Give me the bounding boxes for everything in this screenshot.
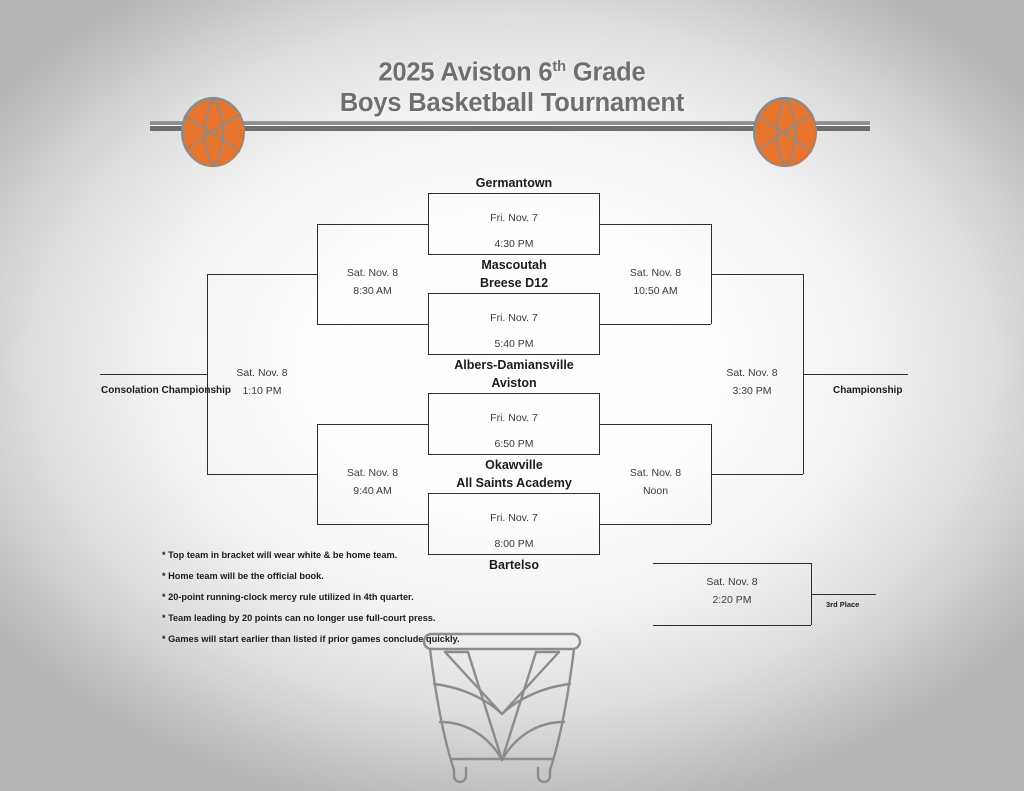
basketball-hoop-icon [412,628,592,786]
loser-lower-slot: Sat. Nov. 8 9:40 AM [317,464,428,500]
rule-item-5: * Games will start earlier than listed i… [162,634,460,644]
loser-lower-feed-bottom [317,524,428,525]
game-box-3[interactable]: Aviston Fri. Nov. 7 6:50 PM Okawville [428,376,600,472]
game-2-date: Fri. Nov. 7 [490,312,538,324]
loser-upper-spine [317,224,318,324]
title-line-2: Boys Basketball Tournament [339,88,685,117]
loser-lower-spine [317,424,318,524]
game-4-bottom-team: Bartelso [488,558,540,572]
third-place-feed-top [653,563,811,564]
third-place-feed-bottom [653,625,811,626]
game-4-date: Fri. Nov. 7 [490,512,538,524]
ordinal-suffix: th [552,59,566,75]
semi-lower-time: Noon [642,485,669,497]
game-3-time: 6:50 PM [494,438,534,450]
rule-item-4: * Team leading by 20 points can no longe… [162,613,436,623]
third-place-slot: Sat. Nov. 8 2:20 PM [653,573,811,609]
semi-upper-feed-top [600,224,711,225]
game-2-top-team: Breese D12 [479,276,549,290]
loser-lower-time: 9:40 AM [353,485,392,497]
consolation-time: 1:10 PM [242,385,282,397]
consolation-out [100,374,207,375]
poster-title: 2025 Aviston 6th Grade Boys Basketball T… [0,52,1024,118]
game-1-date: Fri. Nov. 7 [490,212,538,224]
loser-upper-feed-bottom [317,324,428,325]
loser-lower-date: Sat. Nov. 8 [346,467,399,479]
basketball-icon-left [180,96,246,168]
game-1-time: 4:30 PM [494,238,534,250]
consolation-slot: Sat. Nov. 8 1:10 PM [207,364,317,400]
championship-time: 3:30 PM [732,385,772,397]
rule-item-3: * 20-point running-clock mercy rule util… [162,592,414,602]
third-place-label: 3rd Place [826,600,860,609]
game-3-date: Fri. Nov. 7 [490,412,538,424]
game-box-1[interactable]: Germantown Fri. Nov. 7 4:30 PM Mascoutah [428,176,600,272]
championship-feed-top [711,274,803,275]
third-place-time: 2:20 PM [712,594,752,606]
semi-lower-slot: Sat. Nov. 8 Noon [600,464,711,500]
loser-upper-time: 8:30 AM [353,285,392,297]
loser-upper-date: Sat. Nov. 8 [346,267,399,279]
basketball-icon-right [752,96,818,168]
game-2-bottom-team: Albers-Damiansville [454,358,574,372]
game-box-4[interactable]: All Saints Academy Fri. Nov. 7 8:00 PM B… [428,476,600,572]
rule-item-2: * Home team will be the official book. [162,571,324,581]
game-2-time: 5:40 PM [494,338,534,350]
rod-bar [150,121,870,131]
loser-lower-feed-top [317,424,428,425]
game-3-bottom-team: Okawville [485,458,543,472]
semi-lower-feed-bottom [600,524,711,525]
semi-lower-feed-top [600,424,711,425]
loser-upper-out [207,274,317,275]
semi-lower-date: Sat. Nov. 8 [629,467,682,479]
championship-out [803,374,908,375]
game-1-top-team: Germantown [475,176,553,190]
loser-upper-slot: Sat. Nov. 8 8:30 AM [317,264,428,300]
semi-upper-date: Sat. Nov. 8 [629,267,682,279]
game-4-top-team: All Saints Academy [456,476,572,490]
header-rod [150,118,870,134]
third-place-out [811,594,876,595]
rule-item-1: * Top team in bracket will wear white & … [162,550,398,560]
consolation-spine [207,274,208,474]
loser-lower-out [207,474,317,475]
championship-date: Sat. Nov. 8 [726,367,778,379]
third-place-date: Sat. Nov. 8 [706,576,758,588]
game-1-bottom-team: Mascoutah [481,258,547,272]
championship-feed-bottom [711,474,803,475]
semi-upper-feed-bottom [600,324,711,325]
semi-upper-slot: Sat. Nov. 8 10:50 AM [600,264,711,300]
loser-upper-feed-top [317,224,428,225]
game-3-top-team: Aviston [491,376,537,390]
game-box-2[interactable]: Breese D12 Fri. Nov. 7 5:40 PM Albers-Da… [428,276,600,372]
consolation-championship-label: Consolation Championship [101,385,231,396]
championship-label: Championship [833,385,903,396]
semi-upper-time: 10:50 AM [633,285,678,297]
title-line-1: 2025 Aviston 6th Grade [378,58,646,87]
game-4-time: 8:00 PM [494,538,534,550]
consolation-date: Sat. Nov. 8 [236,367,288,379]
championship-slot: Sat. Nov. 8 3:30 PM [700,364,804,400]
tournament-rules-list: * Top team in bracket will wear white & … [162,545,460,650]
